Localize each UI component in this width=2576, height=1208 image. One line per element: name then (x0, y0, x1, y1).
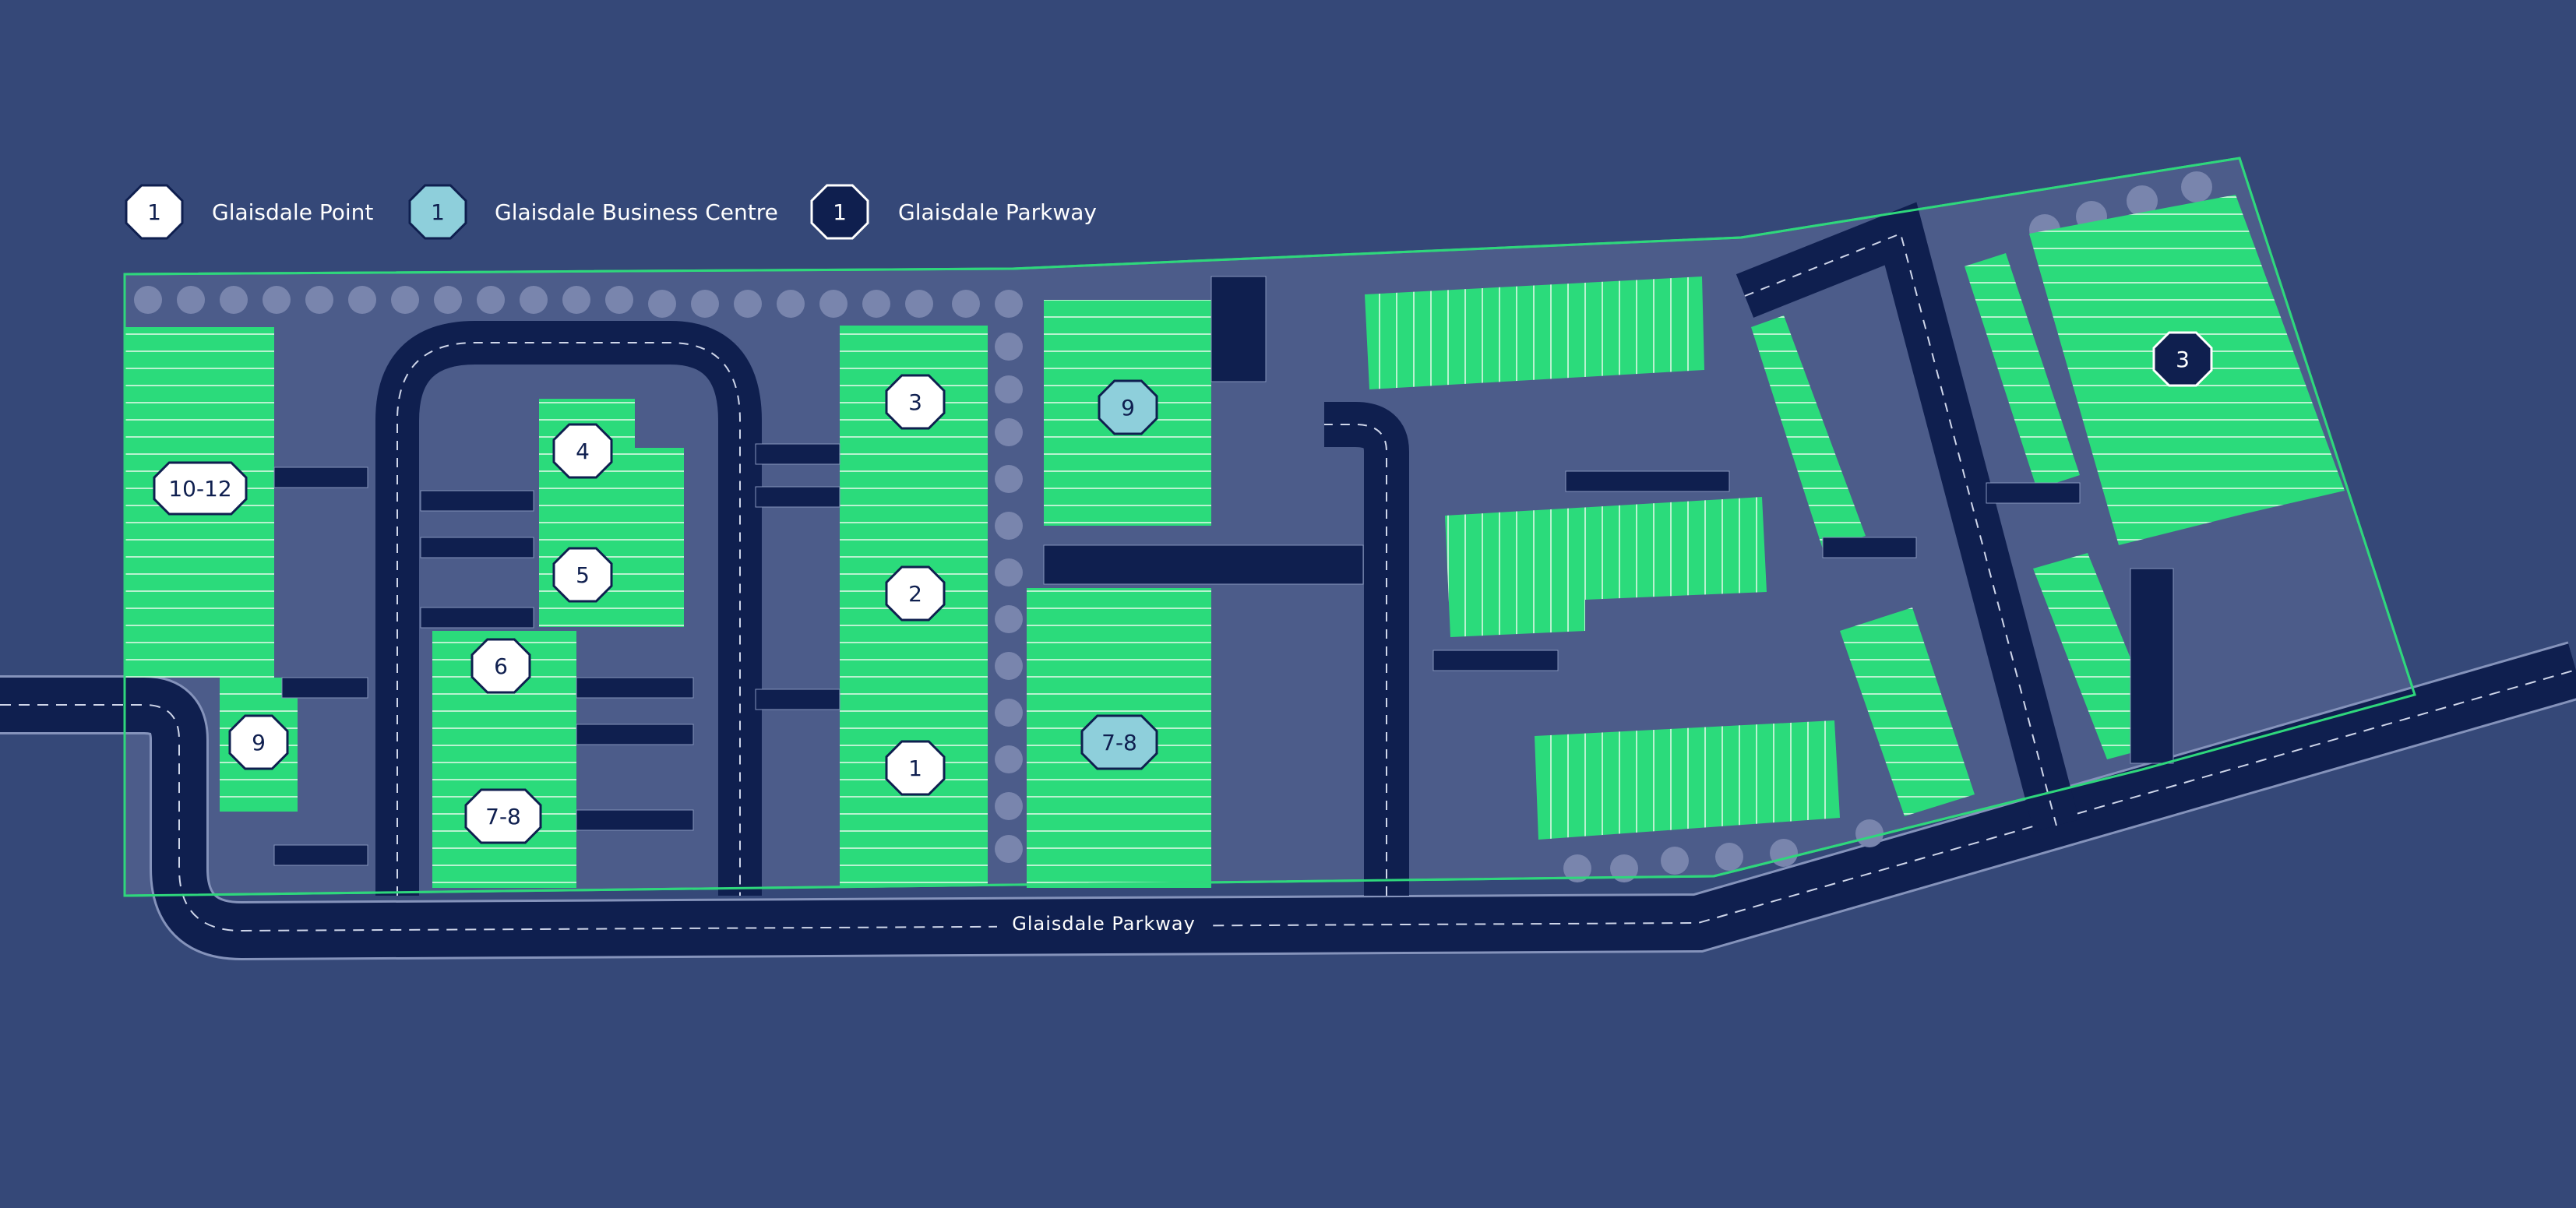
unit-marker-7-8-business-shape (1080, 714, 1158, 770)
unit-marker-10-12-label: 10-12 (168, 476, 231, 502)
legend-badge-parkway[interactable]: 1 (810, 184, 869, 240)
unit-marker-10-12-shape (153, 461, 248, 516)
legend-label-parkway: Glaisdale Parkway (898, 199, 1097, 225)
legend-badge-business-label: 1 (431, 199, 445, 225)
unit-marker-6[interactable]: 6 (470, 638, 531, 694)
legend-label-business: Glaisdale Business Centre (495, 199, 778, 225)
unit-marker-5-label: 5 (576, 562, 590, 588)
site-boundary (123, 157, 2416, 897)
unit-marker-9-business-shape (1098, 379, 1158, 435)
road-label: Glaisdale Parkway (1012, 913, 1196, 935)
unit-marker-3-centre-shape (885, 374, 946, 430)
unit-marker-3-centre[interactable]: 3 (885, 374, 946, 430)
unit-marker-1-shape (885, 740, 946, 796)
parking-bays (273, 276, 2174, 866)
unit-marker-5-shape (552, 547, 613, 603)
unit-marker-7-8-left[interactable]: 7-8 (464, 788, 542, 844)
legend-label-point: Glaisdale Point (212, 199, 373, 225)
unit-marker-5[interactable]: 5 (552, 547, 613, 603)
unit-marker-1-label: 1 (908, 755, 922, 781)
unit-marker-3-parkway[interactable]: 3 (2152, 331, 2213, 387)
legend-badge-parkway-shape (810, 184, 869, 240)
unit-marker-9-left[interactable]: 9 (228, 714, 289, 770)
legend-badge-point[interactable]: 1 (125, 184, 184, 240)
unit-marker-3-parkway-label: 3 (2176, 347, 2190, 372)
legend-badge-point-shape (125, 184, 184, 240)
unit-marker-4[interactable]: 4 (552, 423, 613, 479)
legend-badge-business[interactable]: 1 (408, 184, 467, 240)
unit-marker-10-12[interactable]: 10-12 (153, 461, 248, 516)
unit-marker-2-shape (885, 565, 946, 622)
legend-badge-point-label: 1 (147, 199, 161, 225)
unit-marker-2-label: 2 (908, 581, 922, 607)
unit-marker-9-business[interactable]: 9 (1098, 379, 1158, 435)
unit-marker-9-left-shape (228, 714, 289, 770)
unit-marker-3-parkway-shape (2152, 331, 2213, 387)
legend-badge-business-shape (408, 184, 467, 240)
unit-marker-4-label: 4 (576, 438, 590, 464)
unit-marker-9-business-label: 9 (1121, 395, 1135, 421)
unit-marker-6-shape (470, 638, 531, 694)
unit-marker-6-label: 6 (494, 653, 508, 679)
unit-marker-7-8-left-shape (464, 788, 542, 844)
unit-marker-9-left-label: 9 (252, 730, 266, 755)
unit-marker-4-shape (552, 423, 613, 479)
unit-marker-7-8-business-label: 7-8 (1101, 730, 1137, 755)
unit-markers: 10-12 9 4 5 6 7-8 3 2 1 9 7-8 3 (153, 331, 2213, 844)
unit-marker-2[interactable]: 2 (885, 565, 946, 622)
legend: 1 Glaisdale Point 1 Glaisdale Business Cent… (125, 184, 1097, 240)
unit-marker-7-8-business[interactable]: 7-8 (1080, 714, 1158, 770)
road-label-group: Glaisdale Parkway (997, 911, 1210, 936)
legend-badge-parkway-label: 1 (833, 199, 847, 225)
unit-marker-1[interactable]: 1 (885, 740, 946, 796)
unit-marker-3-centre-label: 3 (908, 389, 922, 415)
unit-marker-7-8-left-label: 7-8 (485, 804, 521, 829)
